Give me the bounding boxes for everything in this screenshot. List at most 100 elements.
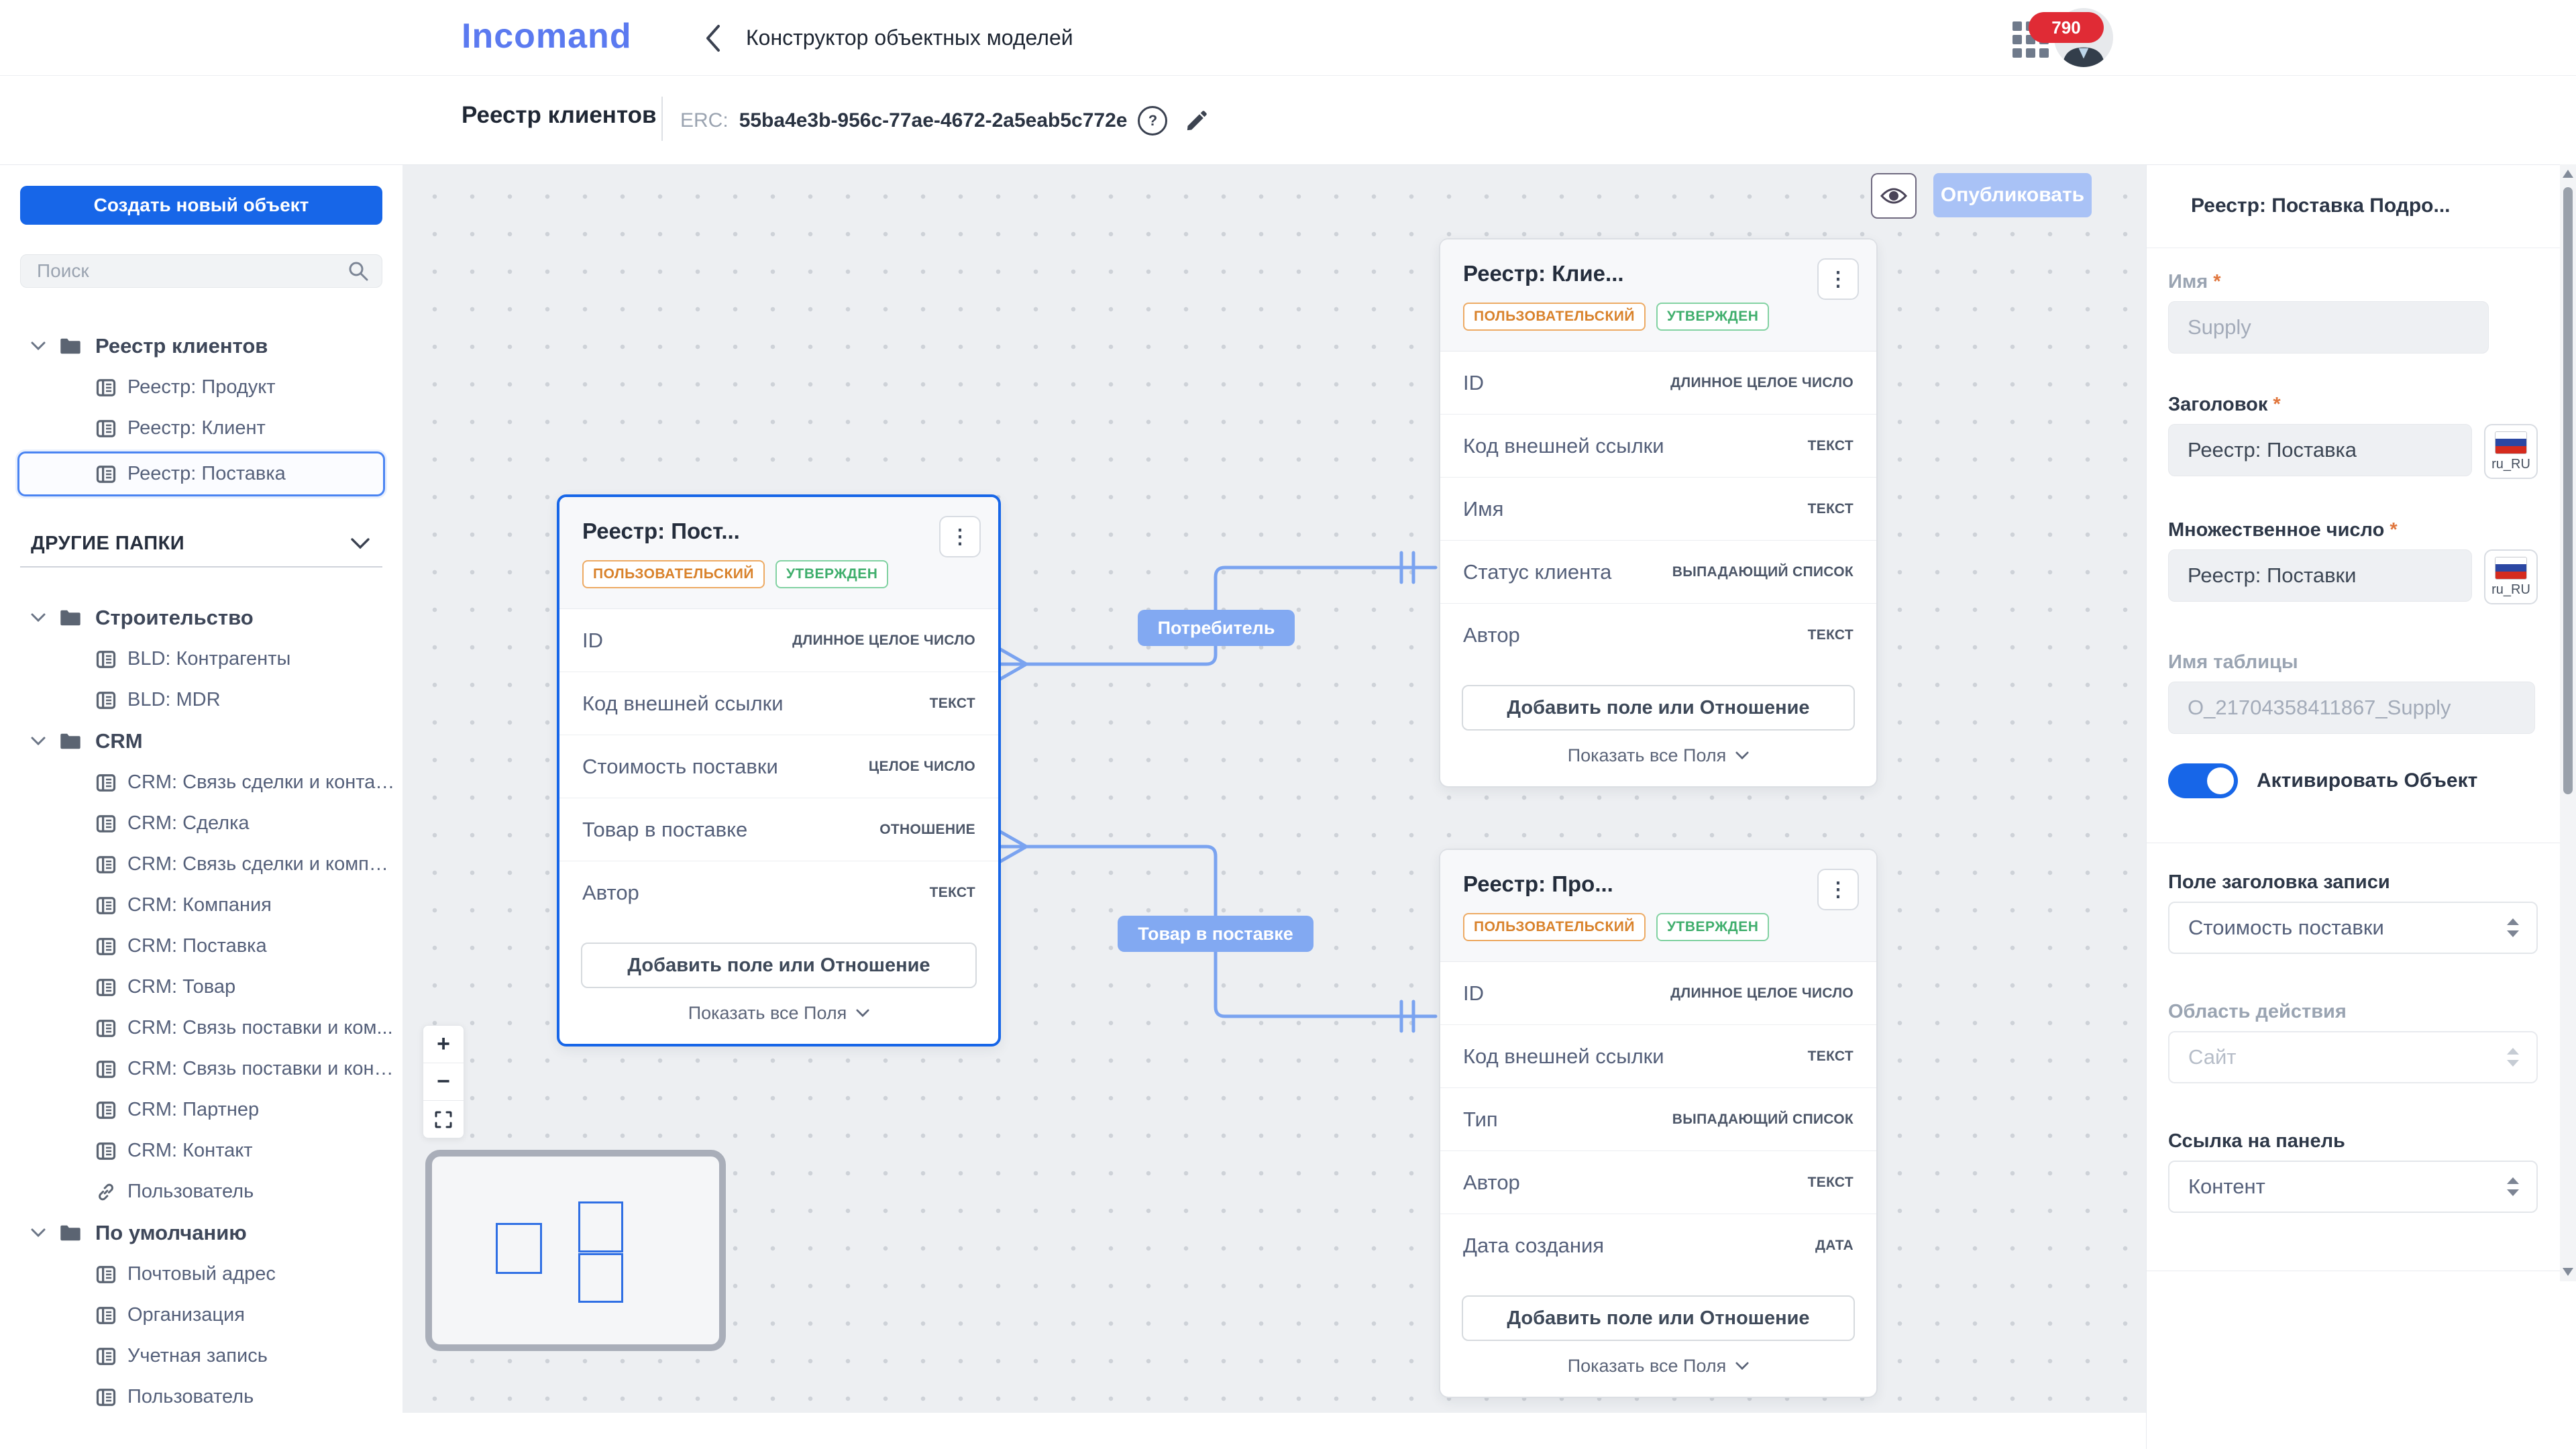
relation-label-product-in-supply[interactable]: Товар в поставке (1118, 916, 1313, 952)
chevron-down-icon (31, 737, 46, 746)
show-all-fields-link[interactable]: Показать все Поля (1440, 745, 1876, 766)
sidebar-item-user-link[interactable]: Пользователь (0, 1171, 402, 1212)
status-badge-approved: УТВЕРЖДЕН (1656, 913, 1770, 941)
sidebar-item[interactable]: CRM: Поставка (0, 926, 402, 967)
plural-field[interactable]: Реестр: Поставки (2168, 549, 2472, 602)
sidebar-item[interactable]: Почтовый адрес (0, 1254, 402, 1295)
sort-arrows-icon (2506, 1176, 2520, 1197)
relation-label-consumer[interactable]: Потребитель (1138, 610, 1295, 646)
sidebar-item[interactable]: Организация (0, 1295, 402, 1336)
object-icon (95, 814, 117, 834)
search-input[interactable] (20, 254, 382, 288)
show-all-fields-link[interactable]: Показать все Поля (559, 1003, 998, 1024)
diagram-canvas[interactable]: Потребитель Товар в поставке Реестр: Пос… (402, 164, 2146, 1413)
sidebar-folder-crm[interactable]: CRM (0, 720, 402, 762)
required-asterisk: * (2213, 271, 2221, 292)
edit-pencil-icon[interactable] (1185, 109, 1209, 133)
sidebar-folder-reestr-klientov[interactable]: Реестр клиентов (0, 325, 402, 367)
entity-card-supply[interactable]: Реестр: Пост... ⋮ ПОЛЬЗОВАТЕЛЬСКИЙ УТВЕР… (557, 494, 1001, 1046)
kebab-menu-icon[interactable]: ⋮ (1817, 869, 1859, 910)
object-icon (95, 1265, 117, 1285)
scroll-down-arrow[interactable] (2563, 1268, 2573, 1276)
show-all-fields-link[interactable]: Показать все Поля (1440, 1356, 1876, 1377)
sidebar-item[interactable]: CRM: Связь сделки и контакта (0, 762, 402, 803)
sidebar-item[interactable]: Пользователь (0, 1377, 402, 1417)
header-field[interactable]: Реестр: Поставка (2168, 424, 2472, 476)
sidebar-folder-default[interactable]: По умолчанию (0, 1212, 402, 1254)
entity-card-client[interactable]: Реестр: Клие... ⋮ ПОЛЬЗОВАТЕЛЬСКИЙ УТВЕР… (1439, 238, 1878, 788)
sidebar-item[interactable]: CRM: Связь поставки и ком... (0, 1008, 402, 1049)
app-logo: Incomand (462, 17, 632, 56)
kebab-menu-icon[interactable]: ⋮ (939, 516, 981, 557)
page-title: Конструктор объектных моделей (746, 25, 1073, 50)
add-field-button[interactable]: Добавить поле или Отношение (1462, 1295, 1855, 1341)
chevron-down-icon (31, 1228, 46, 1238)
fit-view-button[interactable] (423, 1101, 464, 1138)
activate-object-toggle[interactable] (2168, 763, 2238, 798)
erc-group: ERC: 55ba4e3b-956c-77ae-4672-2a5eab5c772… (680, 106, 1209, 136)
erc-label: ERC: (680, 109, 729, 131)
sidebar-folder-stroitelstvo[interactable]: Строительство (0, 597, 402, 639)
sidebar-item[interactable]: CRM: Товар (0, 967, 402, 1008)
sidebar-item[interactable]: BLD: MDR (0, 680, 402, 720)
other-folders-header[interactable]: ДРУГИЕ ПАПКИ (0, 526, 402, 561)
chevron-down-icon (1735, 751, 1749, 760)
help-icon[interactable]: ? (1138, 106, 1168, 136)
zoom-in-button[interactable]: + (423, 1026, 464, 1063)
back-button[interactable] (699, 23, 726, 54)
card-header: Реестр: Пост... ⋮ ПОЛЬЗОВАТЕЛЬСКИЙ УТВЕР… (559, 497, 998, 609)
status-badge-custom: ПОЛЬЗОВАТЕЛЬСКИЙ (1463, 303, 1646, 331)
sidebar-item[interactable]: CRM: Партнер (0, 1089, 402, 1130)
scroll-up-arrow[interactable] (2563, 170, 2573, 178)
preview-button[interactable] (1871, 173, 1917, 219)
object-icon (95, 936, 117, 957)
object-icon (95, 773, 117, 793)
object-icon (95, 977, 117, 998)
sidebar-item[interactable]: CRM: Связь поставки и конт... (0, 1049, 402, 1089)
panel-link-select[interactable]: Контент (2168, 1161, 2538, 1213)
sidebar-item[interactable]: CRM: Контакт (0, 1130, 402, 1171)
sidebar-item[interactable]: CRM: Связь сделки и компа... (0, 844, 402, 885)
scope-label: Область действия (2168, 1001, 2347, 1022)
record-title-select[interactable]: Стоимость поставки (2168, 902, 2538, 954)
sidebar-item[interactable]: CRM: Компания (0, 885, 402, 926)
publish-button[interactable]: Опубликовать (1933, 173, 2092, 217)
properties-panel: Реестр: Поставка Подро... Имя* Supply За… (2146, 164, 2561, 1449)
locale-button[interactable]: ru_RU (2484, 424, 2538, 479)
sidebar-item[interactable]: Учетная запись (0, 1336, 402, 1377)
locale-button[interactable]: ru_RU (2484, 549, 2538, 604)
sidebar-item-reestr-produkt[interactable]: Реестр: Продукт (0, 367, 402, 408)
notification-badge[interactable]: 790 (2029, 12, 2104, 43)
sidebar-item-reestr-klient[interactable]: Реестр: Клиент (0, 408, 402, 449)
add-field-button[interactable]: Добавить поле или Отношение (581, 943, 977, 988)
zoom-out-button[interactable]: − (423, 1063, 464, 1101)
sidebar-item[interactable]: BLD: Контрагенты (0, 639, 402, 680)
table-name-field: O_21704358411867_Supply (2168, 682, 2535, 734)
entity-card-product[interactable]: Реестр: Про... ⋮ ПОЛЬЗОВАТЕЛЬСКИЙ УТВЕРЖ… (1439, 849, 1878, 1398)
sidebar-item[interactable]: CRM: Сделка (0, 803, 402, 844)
add-field-button[interactable]: Добавить поле или Отношение (1462, 685, 1855, 731)
scrollbar-thumb[interactable] (2563, 187, 2573, 794)
required-asterisk: * (2273, 394, 2281, 415)
search-icon (347, 260, 369, 282)
app-header: Incomand Конструктор объектных моделей 7… (0, 0, 2576, 76)
kebab-menu-icon[interactable]: ⋮ (1817, 258, 1859, 300)
minimap[interactable] (425, 1150, 726, 1351)
sidebar-item-reestr-postavka-selected[interactable]: Реестр: Поставка (17, 451, 385, 496)
create-object-button[interactable]: Создать новый объект (20, 186, 382, 225)
